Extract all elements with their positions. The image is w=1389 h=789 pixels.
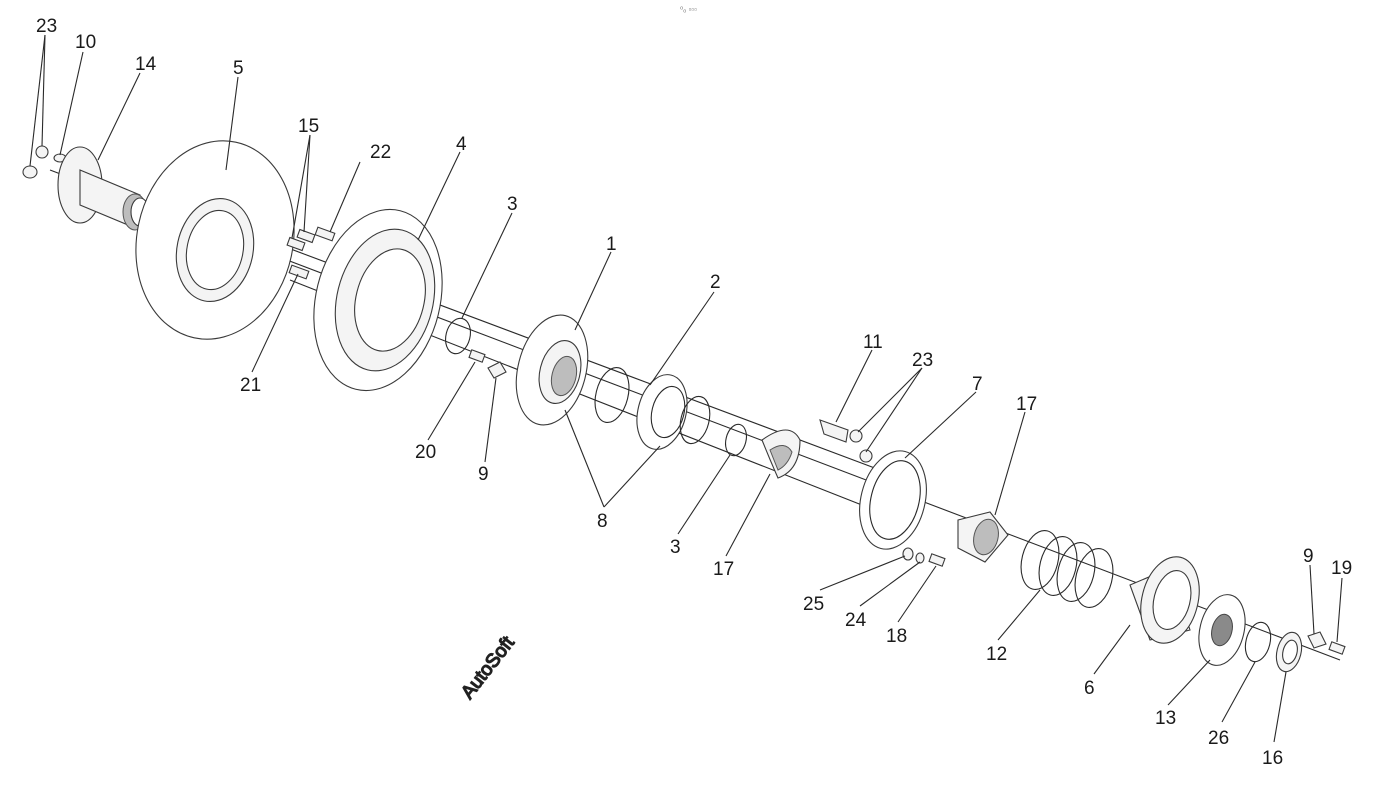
callout-label: 17 (713, 559, 734, 580)
callout-label: 2 (710, 272, 721, 293)
part-14-flange-shaft (57, 146, 150, 231)
part-23-10-fasteners-left (22, 145, 67, 179)
callout-label: 7 (972, 374, 983, 395)
watermark: AutoSoft (457, 632, 519, 703)
part-17-cone-segment-center (761, 429, 801, 479)
callout-label: 19 (1331, 558, 1352, 579)
part-3-snap-ring-right (725, 423, 747, 457)
part-6-cylinder (1129, 556, 1200, 644)
part-1-hub-flange (515, 314, 589, 426)
callout-label: 4 (456, 134, 467, 155)
part-4-drum (313, 208, 443, 392)
part-2-8-rings (594, 367, 711, 450)
callout-label: 23 (912, 350, 933, 371)
callout-label: 10 (75, 32, 96, 53)
callout-label: 9 (1303, 546, 1314, 567)
callout-label: 23 (36, 16, 57, 37)
callout-label: 3 (670, 537, 681, 558)
callout-label: 6 (1084, 678, 1095, 699)
callout-label: 18 (886, 626, 907, 647)
part-12-springs (1020, 530, 1114, 608)
callout-label: 25 (803, 594, 824, 615)
leader-lines (29, 34, 1343, 743)
part-11-23-bracket-nuts (819, 419, 873, 463)
part-13-flange-disc (1198, 594, 1246, 666)
part-15-22-21-bolts (286, 226, 336, 280)
callout-label: 14 (135, 54, 157, 75)
callout-label: 3 (507, 194, 518, 215)
part-25-24-18-fasteners (902, 547, 946, 567)
part-17-cone-segment-right (957, 511, 1009, 563)
part-7-ring-plate (859, 450, 927, 550)
callout-label: 22 (370, 142, 391, 163)
callout-label: 1 (606, 234, 617, 255)
callout-label: 12 (986, 644, 1007, 665)
callout-label: 9 (478, 464, 489, 485)
callout-label: 15 (298, 116, 319, 137)
part-26-16-9-19-end-parts (1244, 621, 1346, 673)
callout-label: 17 (1016, 394, 1037, 415)
header-mark: ⁰ₒ ▫▫▫ (680, 5, 697, 14)
callout-label: 8 (597, 511, 608, 532)
callout-label: 24 (845, 610, 867, 631)
callout-labels: 23 10 14 5 15 22 4 3 1 2 21 20 9 8 3 17 … (36, 16, 1352, 769)
part-5-brake-disc (135, 140, 295, 340)
part-20-9-bolt-clip (468, 349, 507, 379)
callout-label: 20 (415, 442, 436, 463)
callout-label: 26 (1208, 728, 1229, 749)
callout-label: 11 (863, 332, 883, 353)
callout-label: 21 (240, 375, 261, 396)
callout-label: 13 (1155, 708, 1176, 729)
callout-label: 16 (1262, 748, 1283, 769)
callout-label: 5 (233, 58, 244, 79)
part-3-snap-ring-left (445, 317, 471, 355)
